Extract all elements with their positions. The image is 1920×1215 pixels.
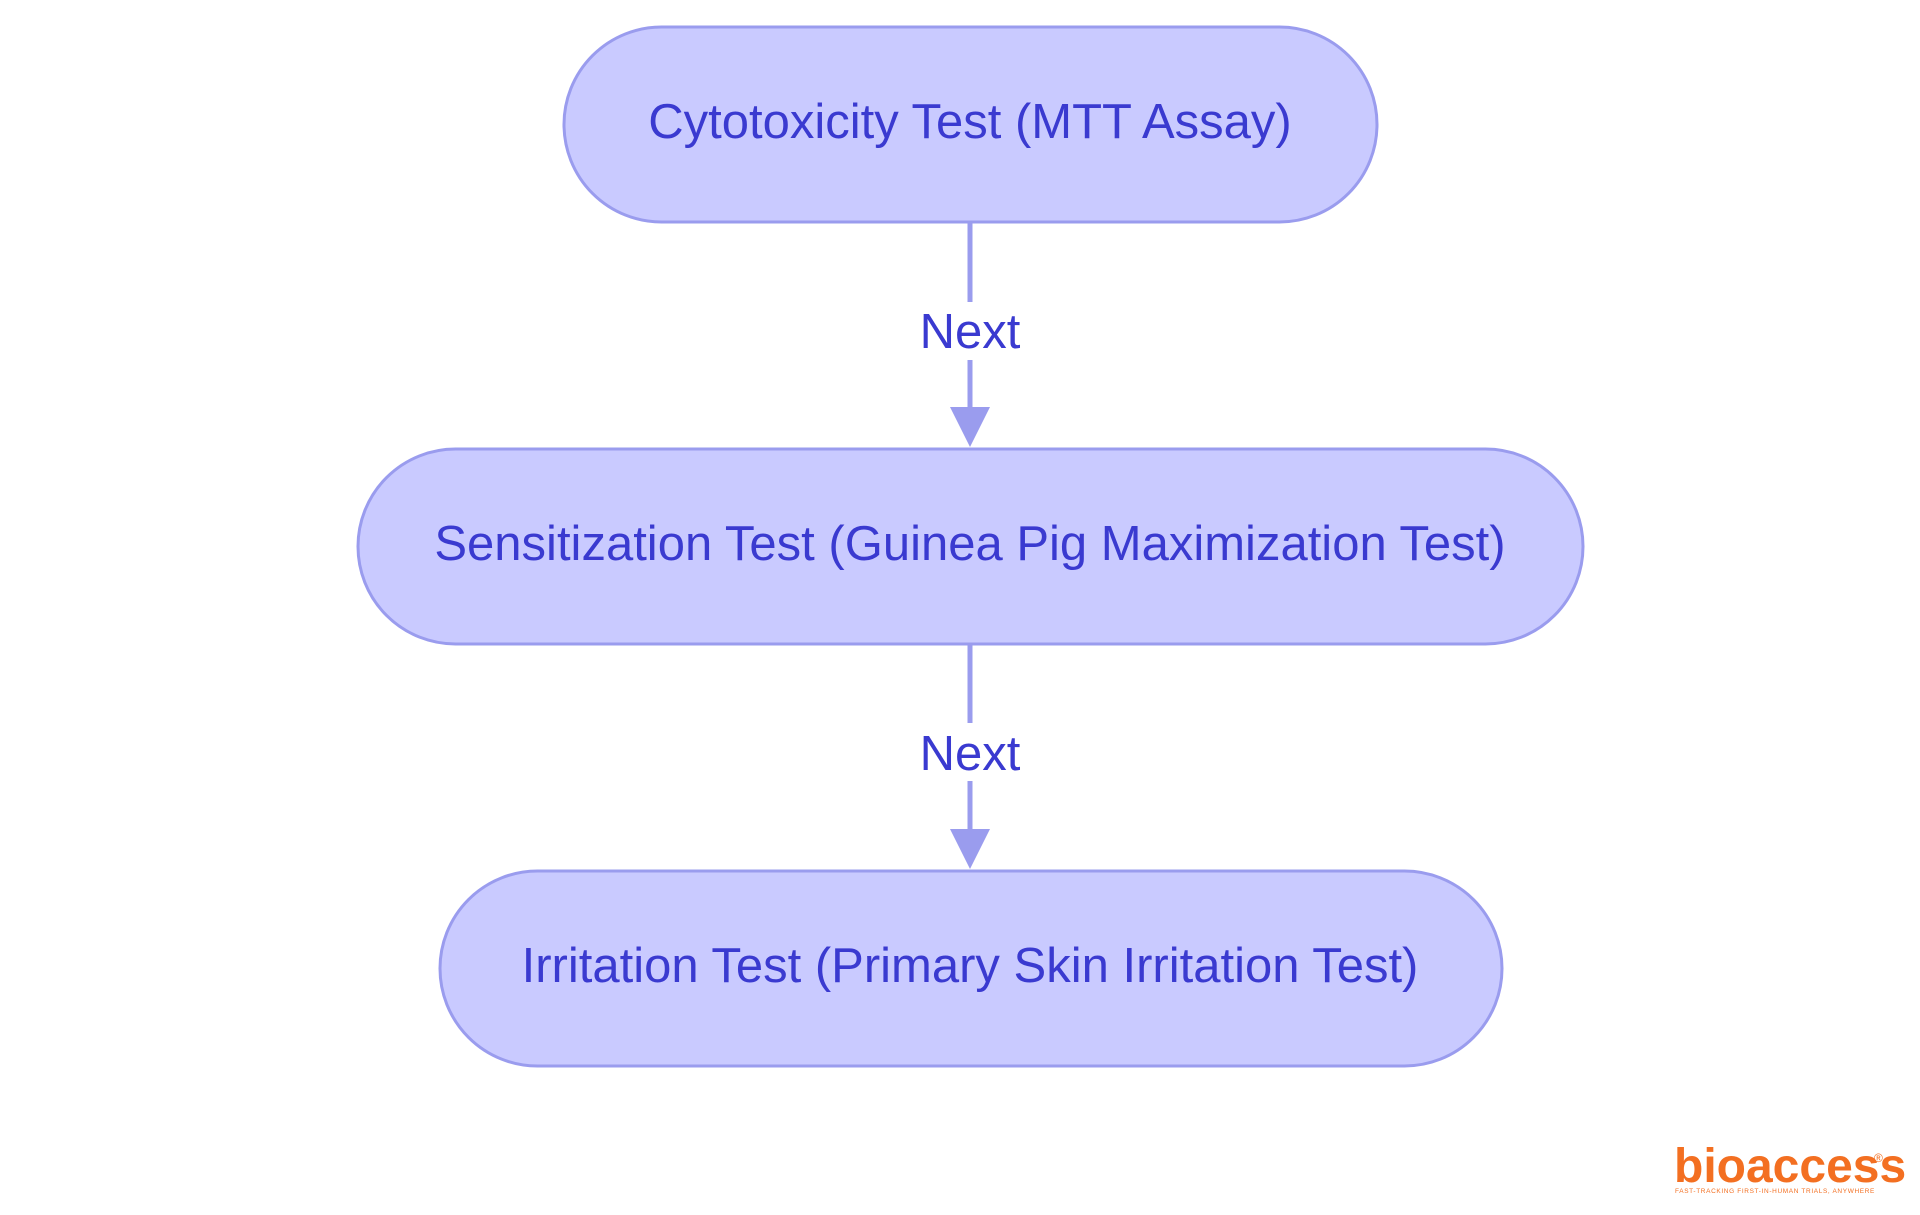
edge-label-background [910,723,1030,781]
node-label: Irritation Test (Primary Skin Irritation… [522,939,1419,993]
node-label: Sensitization Test (Guinea Pig Maximizat… [434,517,1505,571]
logo-tagline: FAST-TRACKING FIRST-IN-HUMAN TRIALS, ANY… [1675,1189,1875,1195]
node-cytotoxicity-test: Cytotoxicity Test (MTT Assay) [562,25,1379,224]
node-sensitization-test: Sensitization Test (Guinea Pig Maximizat… [356,447,1585,646]
arrowhead-icon [950,829,990,869]
edge-sensitization-to-irritation: Next [910,644,1030,869]
edge-label-background [910,302,1030,360]
edge-label: Next [920,305,1021,359]
node-shape [356,447,1585,646]
edge-label: Next [920,727,1021,781]
logo-registered-mark: ® [1874,1151,1883,1165]
bioaccess-logo: bioaccess ® FAST-TRACKING FIRST-IN-HUMAN… [1674,1140,1906,1195]
node-shape [562,25,1379,224]
logo-wordmark: bioaccess [1674,1140,1906,1193]
node-irritation-test: Irritation Test (Primary Skin Irritation… [438,869,1504,1068]
node-label: Cytotoxicity Test (MTT Assay) [648,95,1291,149]
arrowhead-icon [950,407,990,447]
node-shape [438,869,1504,1068]
edge-cytotoxicity-to-sensitization: Next [910,222,1030,447]
